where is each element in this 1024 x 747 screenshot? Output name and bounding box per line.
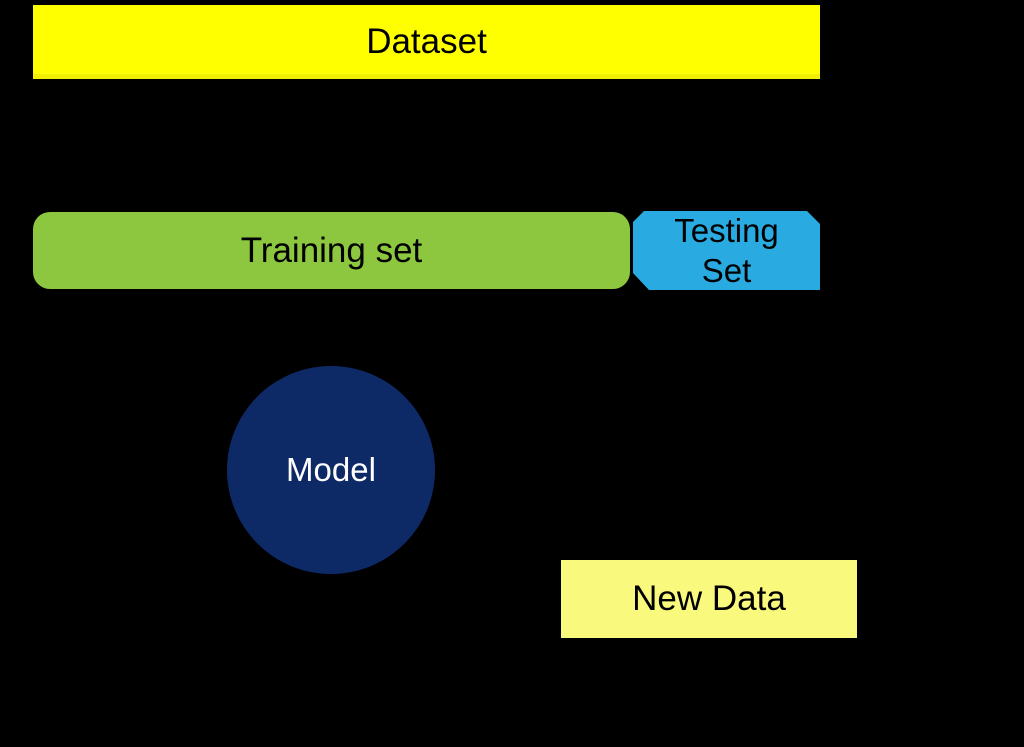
model-circle: Model [227, 366, 435, 574]
testing-set-label: Testing Set [674, 211, 779, 289]
dataset-box: Dataset [33, 5, 820, 79]
new-data-label: New Data [632, 579, 786, 618]
new-data-box: New Data [561, 560, 857, 638]
testing-set-box: Testing Set [633, 211, 820, 290]
model-label: Model [286, 451, 376, 488]
training-set-box: Training set [33, 212, 630, 289]
training-set-label: Training set [240, 230, 423, 270]
dataset-label: Dataset [366, 22, 487, 61]
